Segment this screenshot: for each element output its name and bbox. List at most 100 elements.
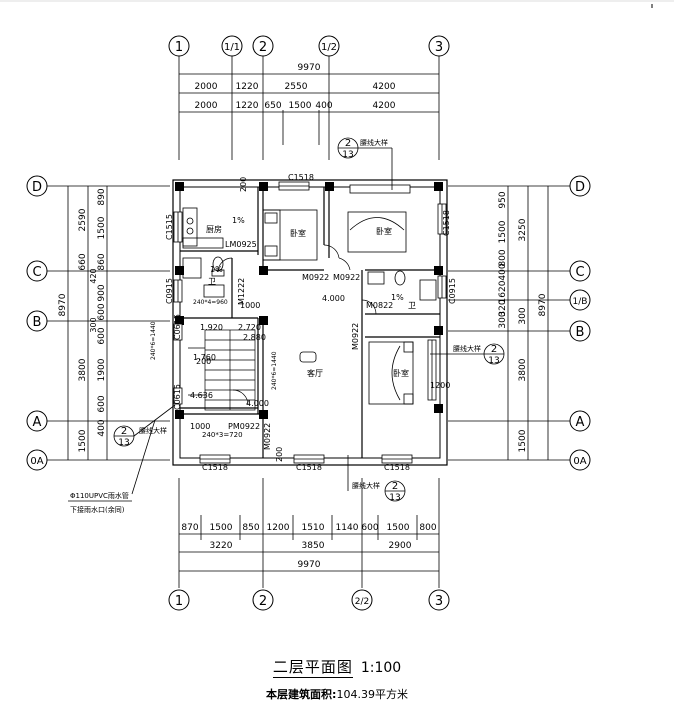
window-c1518-bottom-2: C1518 <box>296 463 322 472</box>
door-m0922-d: M0922 <box>263 423 272 450</box>
dim-left-r2-3: 860 <box>97 253 107 270</box>
dim-right-r1-1: 300 <box>518 307 528 324</box>
axis-left-d: D <box>32 180 42 195</box>
dim-left-r2-8: 600 <box>97 327 107 344</box>
floor-area-label: 本层建筑面积: <box>266 688 337 701</box>
axis-bottom-2-2: 2/2 <box>355 597 369 607</box>
dim-bottom-r1-2: 850 <box>242 523 259 533</box>
bathroom-fixtures <box>182 256 437 301</box>
dim-left-r2-11: 400 <box>97 419 107 436</box>
axis-left-b: B <box>33 315 42 330</box>
callout-1-sheet: 13 <box>342 150 353 160</box>
dim-1000-b: 1000 <box>190 422 210 431</box>
drawing-scale: 1:100 <box>360 660 402 676</box>
dim-left-r2-2: 420 <box>89 268 98 283</box>
room-bath-2: 卫 <box>408 301 416 310</box>
callout-2-sheet: 13 <box>488 356 499 366</box>
dim-left-r2-0: 890 <box>97 188 107 205</box>
callout-3-num: 2 <box>121 426 127 437</box>
axis-right-c: C <box>575 265 584 280</box>
left-axis-bubbles <box>26 175 48 471</box>
bottom-axis-lines <box>178 478 440 588</box>
dim-top-r2-4: 400 <box>315 101 332 111</box>
door-m0922-b: M0922 <box>333 273 360 282</box>
downpipe-leader <box>131 419 156 495</box>
dim-bottom-r1-6: 600 <box>361 523 378 533</box>
room-bath-1: 卫 <box>208 277 216 286</box>
room-bedroom-2: 卧室 <box>376 226 392 236</box>
window-c1515: C1515 <box>165 214 174 240</box>
dim-right-r1-3: 1500 <box>518 429 528 452</box>
callout-3-sheet: 13 <box>118 438 129 448</box>
callout-2-num: 2 <box>491 344 497 355</box>
drawing-title-block: 二层平面图 1:100 <box>0 656 674 678</box>
dim-right-r1-0: 3250 <box>518 218 528 241</box>
bottom-axis-bubbles <box>168 589 450 611</box>
window-c0615-bottom: C0615 <box>173 384 182 410</box>
stair-calc-3: 240*6=1440 <box>150 321 157 360</box>
structural-columns <box>175 182 443 419</box>
dim-bottom-r1-8: 800 <box>419 523 436 533</box>
door-m1222: M1222 <box>237 278 246 305</box>
bed-furniture <box>262 209 414 405</box>
dim-top-r2-3: 1500 <box>289 101 312 111</box>
dim-bottom-r2-1: 3850 <box>302 541 325 551</box>
axis-right-0a: 0A <box>573 456 586 467</box>
window-c1518-bottom-1: C1518 <box>202 463 228 472</box>
dim-right-r2-1: 1500 <box>498 220 508 243</box>
slope-1: 1% <box>232 216 245 225</box>
top-axis-lines <box>178 56 440 160</box>
kitchen-counter <box>182 207 224 249</box>
room-kitchen: 厨房 <box>206 224 222 234</box>
dim-right-r2-3: 400 <box>498 263 508 280</box>
dim-right-r2-4: 1620 <box>498 280 508 303</box>
drawing-title: 二层平面图 <box>272 658 353 678</box>
dim-left-r2-5: 600 <box>97 303 107 320</box>
dim-left-r1-1: 660 <box>78 253 88 270</box>
floor-area-value: 104.39平方米 <box>336 688 408 701</box>
staircase <box>188 329 256 411</box>
dim-bottom-r2-0: 3220 <box>210 541 233 551</box>
window-c0615: C0615 <box>173 314 182 340</box>
slope-3: 1% <box>391 293 404 302</box>
top-axis-bubbles <box>168 35 450 57</box>
stair-elev-a: 1.920 <box>200 323 223 332</box>
interior-walls <box>180 187 440 458</box>
axis-right-d: D <box>575 180 585 195</box>
dim-bottom-r1-7: 1500 <box>387 523 410 533</box>
dim-bottom-total: 9970 <box>298 560 321 570</box>
dim-200-c: 200 <box>275 447 284 462</box>
dim-200-b: 200 <box>196 357 211 366</box>
stair-elev-b: 2.720 <box>238 323 261 332</box>
dim-left-r1-3: 1500 <box>78 429 88 452</box>
callout-3-label: 腰线大样 <box>139 426 167 435</box>
axis-top-1: 1 <box>175 40 183 55</box>
dim-left-r1-2: 3800 <box>78 358 88 381</box>
detail-callouts <box>113 137 505 502</box>
axis-right-b: B <box>576 325 585 340</box>
stair-calc-2: 240*3=720 <box>202 431 243 439</box>
dim-bottom-r1-0: 870 <box>181 523 198 533</box>
axis-left-0a: 0A <box>30 456 43 467</box>
dim-bottom-r2-2: 2900 <box>389 541 412 551</box>
room-bedroom-1: 卧室 <box>290 228 306 238</box>
dim-left-total: 8970 <box>58 293 68 316</box>
floor-elevation: 4.000 <box>322 294 345 303</box>
dim-top-r1-0: 2000 <box>195 82 218 92</box>
window-c0915-right: C0915 <box>448 278 457 304</box>
top-dimension-lines <box>179 73 439 113</box>
slope-2: 1% <box>210 265 223 274</box>
dim-left-r2-6: 300 <box>89 317 98 332</box>
downpipe-note-2: 下接雨水口(余同) <box>70 505 125 514</box>
dim-bottom-r1-4: 1510 <box>302 523 325 533</box>
stair-elev-f: 4.000 <box>246 399 269 408</box>
dim-top-total: 9970 <box>298 63 321 73</box>
window-c1518-bottom-3: C1518 <box>384 463 410 472</box>
floor-area-line: 本层建筑面积:104.39平方米 <box>0 686 674 702</box>
axis-left-a: A <box>33 415 42 430</box>
dim-1000-a: 1000 <box>240 301 260 310</box>
right-axis-bubbles <box>569 175 591 471</box>
door-pm0922: PM0922 <box>228 422 260 431</box>
dim-bottom-r1-1: 1500 <box>210 523 233 533</box>
